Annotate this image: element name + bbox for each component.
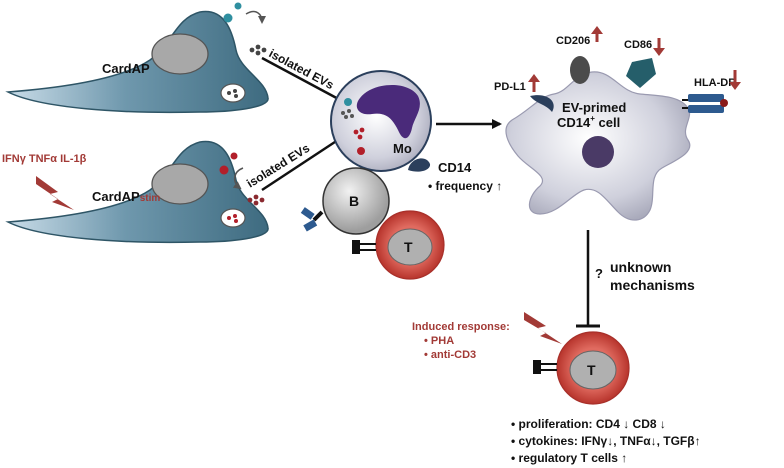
cd206-marker-icon: [570, 56, 590, 84]
cardap-stim-cell: CardAPstim: [5, 140, 269, 244]
unknown-label: unknown: [610, 259, 671, 275]
isolated-evs-top-label: isolated EVs: [267, 46, 337, 92]
tcr-icon: [352, 240, 376, 254]
outcome-tregs: • regulatory T cells ↑: [511, 451, 627, 465]
ev-red: [219, 165, 229, 175]
release-arrow: [232, 167, 244, 190]
question-mark: ?: [595, 266, 603, 281]
mechanisms-label: mechanisms: [610, 277, 695, 293]
vesicle-body: [220, 208, 246, 228]
arrow-evs-bottom: [261, 134, 346, 192]
ev-teal: [223, 13, 233, 23]
cd86-label: CD86: [624, 39, 652, 51]
t-label: T: [587, 362, 596, 378]
mo-label: Mo: [393, 141, 412, 156]
hladr-down-arrow-icon: [729, 82, 741, 90]
cardap-cell: CardAP: [5, 2, 269, 114]
arrow-evs-top: [261, 56, 346, 104]
cardap-label: CardAP: [102, 61, 150, 76]
induced-response-title: Induced response:: [412, 321, 510, 333]
cd14-label: CD14: [438, 160, 472, 175]
monocyte-nucleus: [356, 84, 420, 139]
tcr-icon: [533, 360, 557, 374]
ev-primed-line2: CD14+ cell: [557, 114, 620, 130]
lightning-bolt-icon: [36, 176, 74, 210]
t-cell-bottom: T: [533, 331, 630, 405]
induced-item-pha: • PHA: [424, 335, 454, 347]
lightning-bolt-icon: [524, 312, 562, 344]
cd206-up-arrow-icon: [591, 26, 603, 34]
ev-primed-line1: EV-primed: [562, 100, 626, 115]
stimulus-cytokines: IFNγ TNFα IL-1β: [2, 153, 87, 165]
cd86-down-arrow-icon: [653, 48, 665, 56]
nucleus: [151, 33, 209, 75]
b-cell-receptor-icon: [300, 207, 324, 232]
t-label: T: [404, 239, 413, 255]
release-arrow: [245, 10, 266, 24]
hladr-marker-icon: [682, 94, 728, 113]
ev-primed-cd14-cell: EV-primed CD14+ cell: [505, 71, 691, 221]
induced-item-anticd3: • anti-CD3: [424, 349, 476, 361]
cd86-marker-icon: [626, 58, 656, 88]
cardap-stim-label: CardAPstim: [92, 189, 160, 204]
outcome-proliferation: • proliferation: CD4 ↓ CD8 ↓: [511, 417, 666, 431]
vesicle-body: [220, 83, 246, 103]
cd14-frequency: • frequency ↑: [428, 179, 502, 193]
hladr-label: HLA-DR: [694, 77, 736, 89]
pdl1-marker-icon: [530, 95, 554, 112]
isolated-evs-bottom-label: isolated EVs: [244, 141, 312, 191]
nucleus: [582, 136, 614, 168]
b-cell: B: [300, 167, 390, 235]
nucleus: [151, 163, 209, 205]
pdl1-up-arrow-icon: [528, 74, 540, 82]
pdl1-label: PD-L1: [494, 81, 526, 93]
t-cell-middle: T: [352, 210, 445, 280]
outcome-cytokines: • cytokines: IFNγ↓, TNFα↓, TGFβ↑: [511, 434, 701, 448]
monocyte: Mo: [330, 70, 432, 172]
cd14-receptor-icon: [408, 158, 431, 172]
b-label: B: [349, 193, 359, 209]
cd206-label: CD206: [556, 35, 590, 47]
